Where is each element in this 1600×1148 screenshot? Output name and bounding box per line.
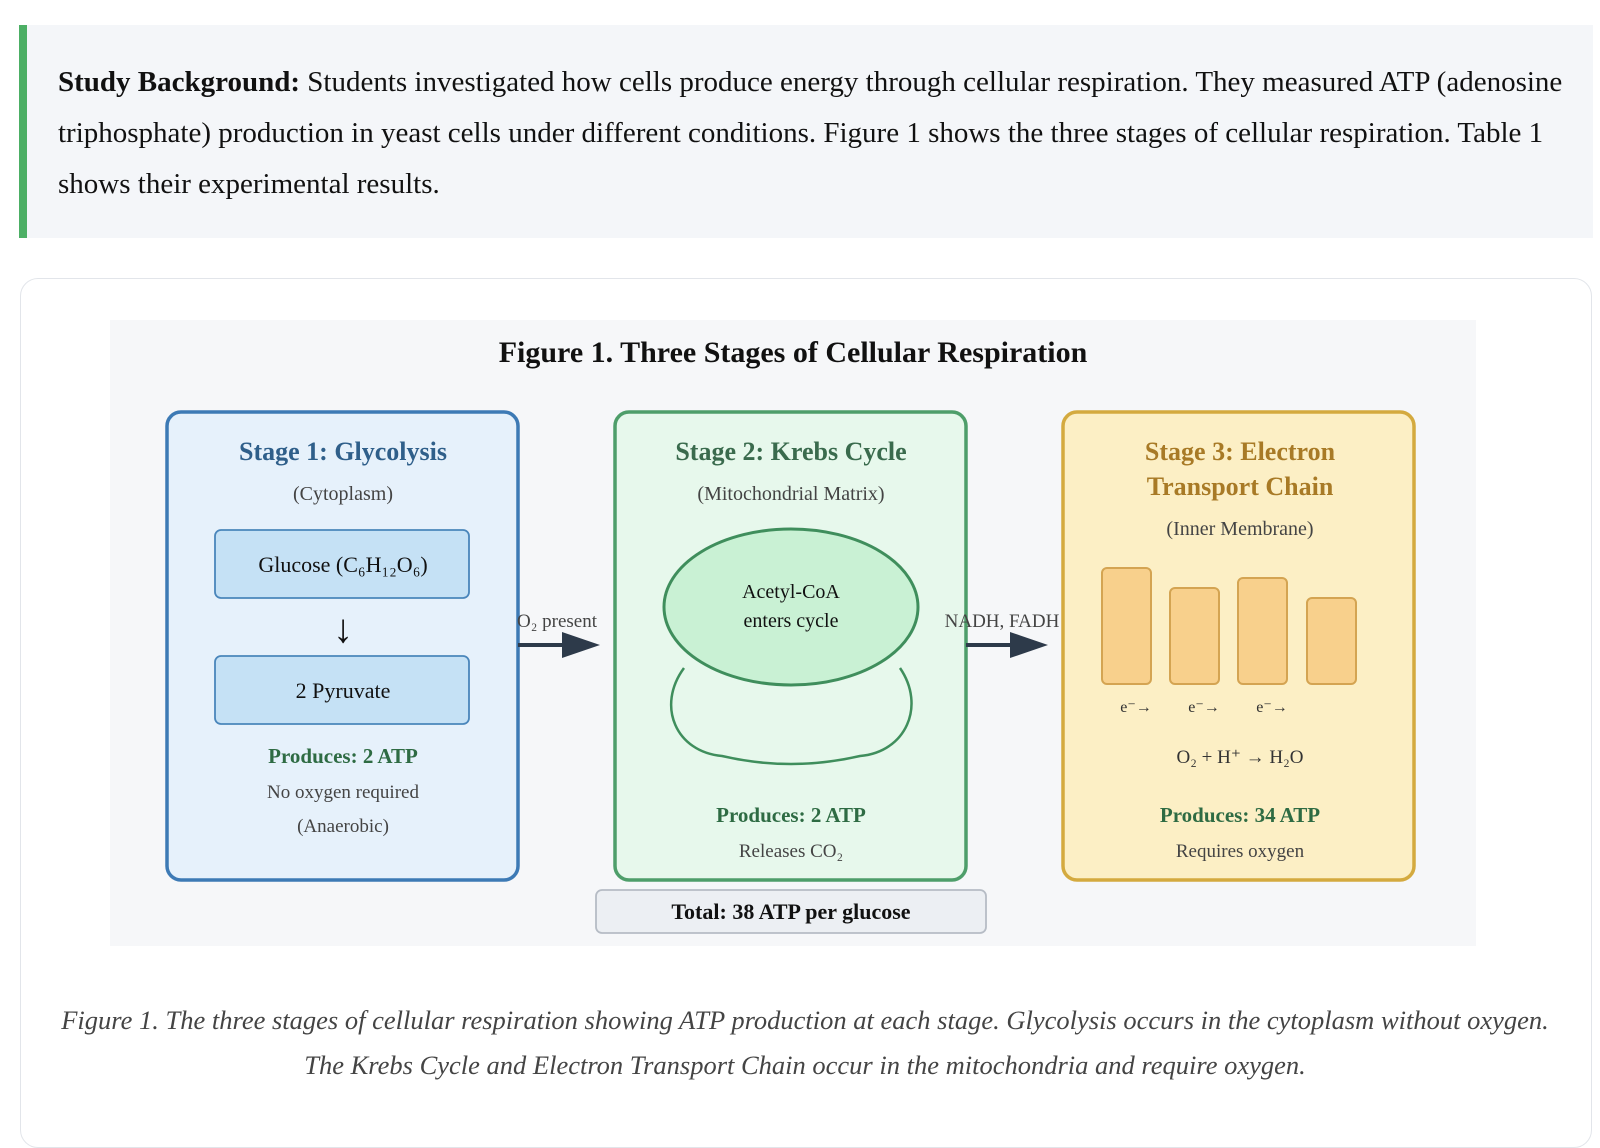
total-atp: Total: 38 ATP per glucose xyxy=(595,889,987,934)
electron-label-1: e⁻→ xyxy=(1120,699,1152,716)
stage-3-location: (Inner Membrane) xyxy=(1166,518,1313,540)
protein-complex-1 xyxy=(1101,567,1152,685)
stage-1-note-2: (Anaerobic) xyxy=(297,816,389,837)
glucose-box xyxy=(214,529,470,599)
arrow-2-head-icon xyxy=(1010,632,1048,658)
glucose-label: Glucose (C₆H₁₂O₆) xyxy=(258,552,427,577)
stage-3-title-line-2: Transport Chain xyxy=(1147,472,1334,501)
figure-1-diagram: Figure 1. Three Stages of Cellular Respi… xyxy=(110,320,1504,958)
electron-label-3: e⁻→ xyxy=(1256,699,1288,716)
stage-2-produces: Produces: 2 ATP xyxy=(716,803,866,827)
arrow-1-label: O₂ present xyxy=(517,611,598,632)
enters-cycle-label: enters cycle xyxy=(744,610,839,632)
stage-2-title: Stage 2: Krebs Cycle xyxy=(675,437,906,466)
stage-3-electron-transport-chain: Stage 3: Electron Transport Chain (Inner… xyxy=(1061,410,1416,882)
total-label: Total: 38 ATP per glucose xyxy=(671,899,910,924)
stage-2-krebs-cycle: Stage 2: Krebs Cycle (Mitochondrial Matr… xyxy=(613,410,968,882)
acetyl-coa-label: Acetyl-CoA xyxy=(742,581,840,603)
arrow-1-head-icon xyxy=(562,632,600,658)
protein-complex-4 xyxy=(1306,597,1357,685)
krebs-cycle-loop xyxy=(669,667,913,766)
stage-1-note-1: No oxygen required xyxy=(267,782,419,803)
protein-complex-3 xyxy=(1237,577,1288,685)
stage-3-title-line-1: Stage 3: Electron xyxy=(1145,437,1336,466)
acetyl-coa-ellipse xyxy=(662,527,920,687)
arrow-2: NADH, FADH xyxy=(945,611,1060,658)
study-background-label: Study Background: xyxy=(58,66,301,98)
stage-1-glycolysis: Stage 1: Glycolysis (Cytoplasm) Glucose … xyxy=(165,410,520,882)
figure-title: Figure 1. Three Stages of Cellular Respi… xyxy=(499,336,1088,369)
study-background-text: Students investigated how cells produce … xyxy=(58,66,1563,200)
pyruvate-label: 2 Pyruvate xyxy=(296,678,391,703)
protein-complex-2 xyxy=(1169,587,1220,685)
total-box xyxy=(595,889,987,934)
stage-3-produces: Produces: 34 ATP xyxy=(1160,803,1320,827)
down-arrow-icon: ↓ xyxy=(333,606,353,651)
stage-1-location: (Cytoplasm) xyxy=(293,483,393,505)
pyruvate-box xyxy=(214,655,470,725)
reaction-label: O₂ + H⁺ → H₂O xyxy=(1177,747,1304,768)
stage-3-note: Requires oxygen xyxy=(1176,841,1305,862)
electron-label-2: e⁻→ xyxy=(1188,699,1220,716)
stage-2-location: (Mitochondrial Matrix) xyxy=(697,483,884,505)
figure-caption: Figure 1. The three stages of cellular r… xyxy=(61,1005,1549,1080)
study-background: Study Background: Students investigated … xyxy=(19,25,1593,238)
arrow-2-label: NADH, FADH xyxy=(945,611,1060,632)
stage-1-produces: Produces: 2 ATP xyxy=(268,744,418,768)
stage-1-title: Stage 1: Glycolysis xyxy=(239,437,447,466)
stage-2-note: Releases CO₂ xyxy=(739,841,843,862)
arrow-1: O₂ present xyxy=(517,611,600,658)
